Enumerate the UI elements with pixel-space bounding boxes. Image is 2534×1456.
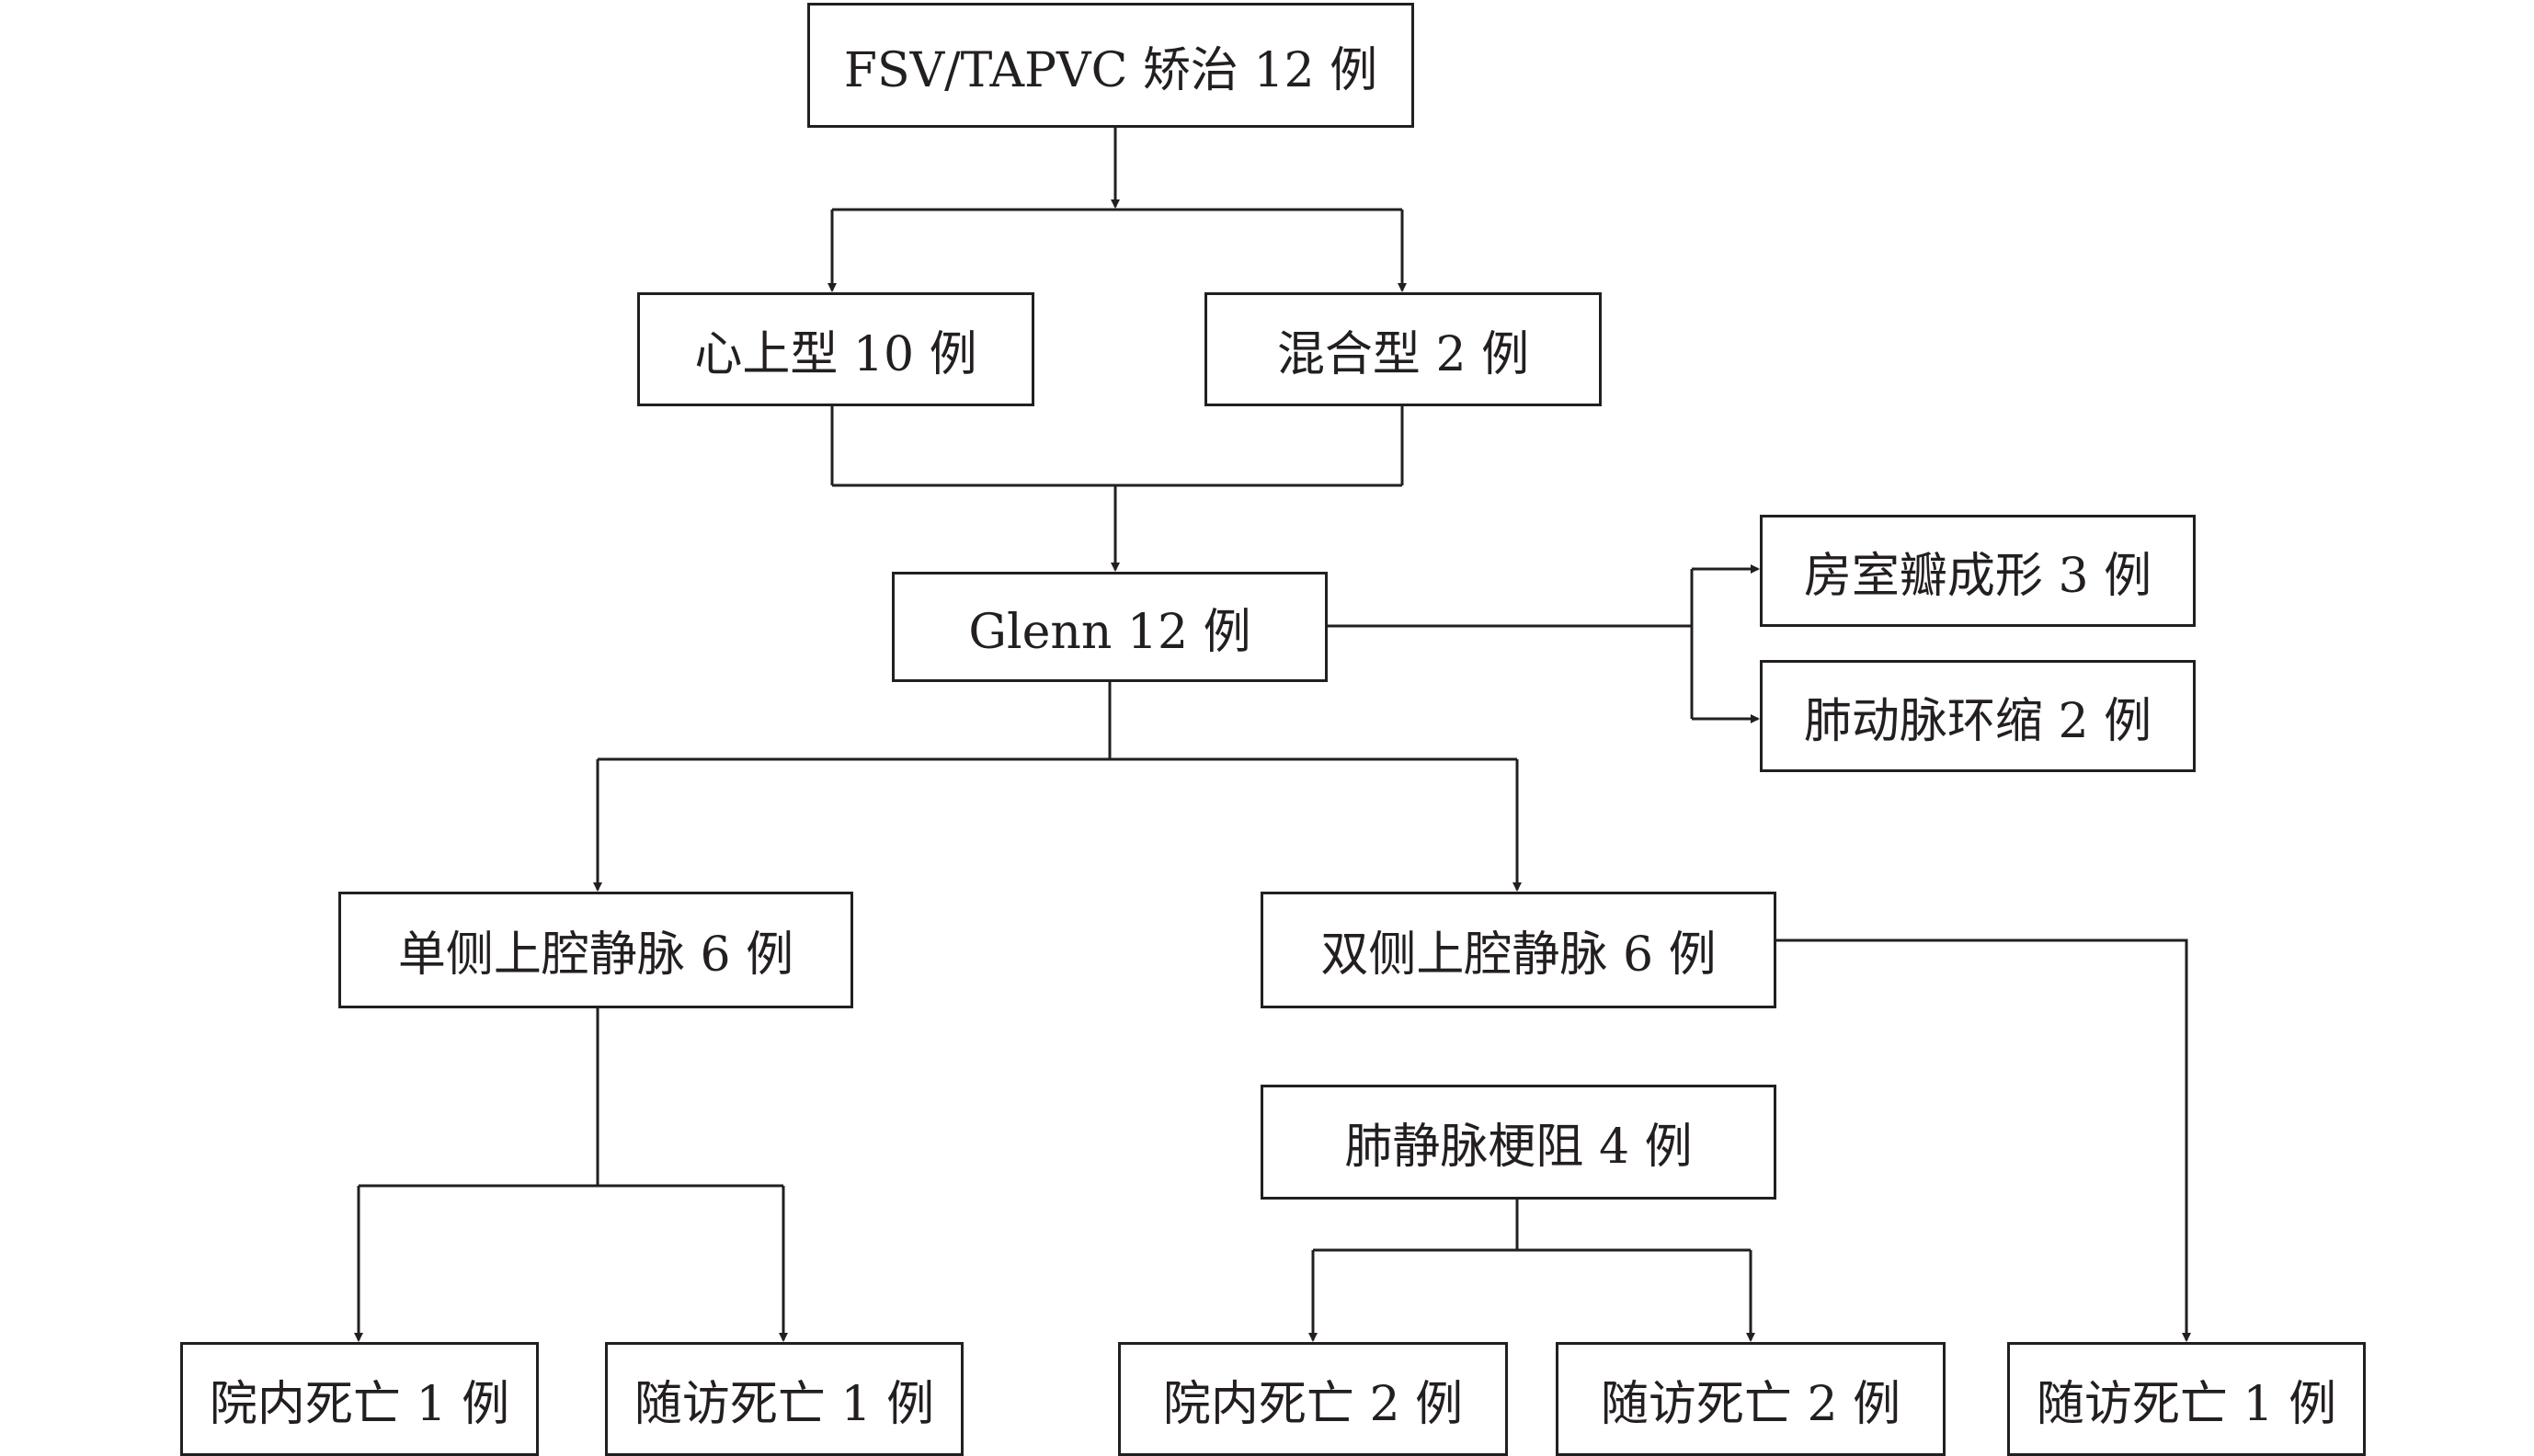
node-uni-followup-death: 随访死亡 1 例 [605, 1342, 964, 1456]
node-supracardiac: 心上型 10 例 [637, 292, 1034, 406]
node-pa-banding-label: 肺动脉环缩 2 例 [1803, 693, 2152, 749]
node-uni-followup-death-label: 随访死亡 1 例 [634, 1376, 935, 1432]
node-uni-inhospital-death-label: 院内死亡 1 例 [209, 1376, 510, 1432]
node-pvo-followup-death-label: 随访死亡 2 例 [1600, 1376, 1901, 1432]
node-root: FSV/TAPVC 矫治 12 例 [807, 3, 1414, 128]
node-glenn-label: Glenn 12 例 [968, 604, 1251, 660]
node-bilateral-svc-label: 双侧上腔静脉 6 例 [1320, 927, 1717, 983]
node-mixed: 混合型 2 例 [1204, 292, 1602, 406]
node-pvo-followup-death: 随访死亡 2 例 [1556, 1342, 1946, 1456]
node-bi-followup-death: 随访死亡 1 例 [2007, 1342, 2366, 1456]
node-pv-obstruction: 肺静脉梗阻 4 例 [1261, 1085, 1776, 1200]
node-mixed-label: 混合型 2 例 [1276, 326, 1530, 382]
node-bilateral-svc: 双侧上腔静脉 6 例 [1261, 892, 1776, 1008]
node-unilateral-svc: 单侧上腔静脉 6 例 [338, 892, 853, 1008]
node-supracardiac-label: 心上型 10 例 [694, 326, 977, 382]
node-av-valvuloplasty: 房室瓣成形 3 例 [1760, 515, 2196, 627]
node-bi-followup-death-label: 随访死亡 1 例 [2036, 1376, 2337, 1432]
node-pvo-inhospital-death: 院内死亡 2 例 [1118, 1342, 1508, 1456]
node-pa-banding: 肺动脉环缩 2 例 [1760, 660, 2196, 772]
node-unilateral-svc-label: 单侧上腔静脉 6 例 [397, 927, 794, 983]
node-av-valvuloplasty-label: 房室瓣成形 3 例 [1803, 548, 2152, 604]
edge-bilateral-right [1776, 938, 2191, 1342]
node-glenn: Glenn 12 例 [892, 572, 1328, 682]
node-pv-obstruction-label: 肺静脉梗阻 4 例 [1344, 1120, 1693, 1175]
node-root-label: FSV/TAPVC 矫治 12 例 [843, 42, 1378, 98]
node-uni-inhospital-death: 院内死亡 1 例 [180, 1342, 539, 1456]
node-pvo-inhospital-death-label: 院内死亡 2 例 [1162, 1376, 1464, 1432]
